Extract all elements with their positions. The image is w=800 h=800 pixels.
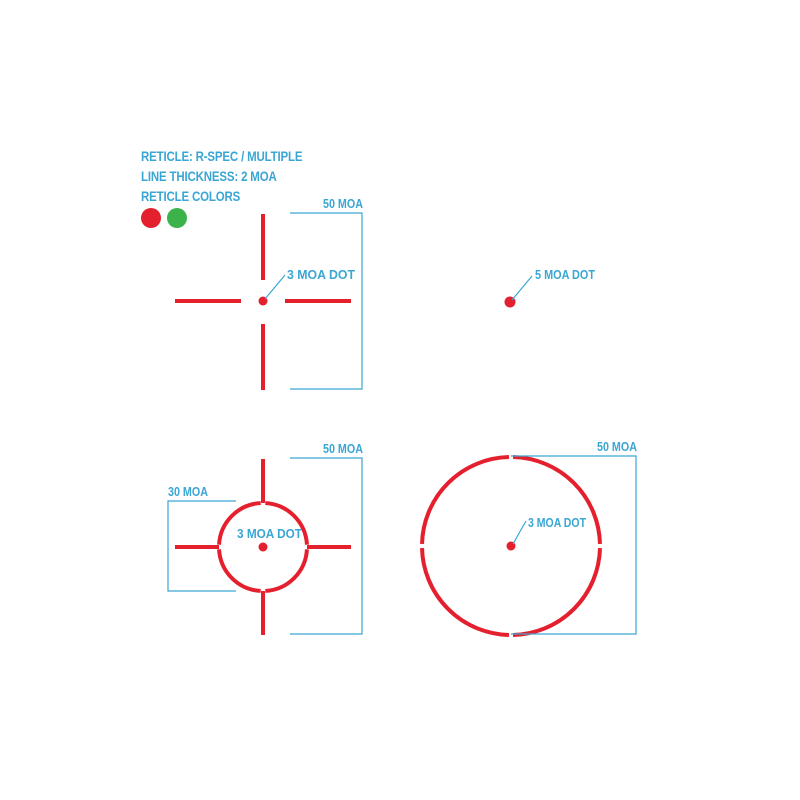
crosshair-span-label: 50 MOA	[323, 196, 364, 211]
circle-reticle-ring-arc-4	[512, 455, 602, 545]
circle-cross-center-dot	[258, 542, 268, 552]
circle-cross-ring-arc-4	[265, 501, 309, 545]
reticle-name-label: RETICLE: R-SPEC / MULTIPLE	[141, 148, 303, 164]
circle-reticle-ring-arc-2	[420, 547, 510, 637]
circle-reticle-span-label: 50 MOA	[597, 439, 638, 454]
circle-reticle: 3 MOA DOT 50 MOA	[420, 439, 638, 637]
circle-cross-ring-arc-3	[217, 501, 261, 545]
red-color-swatch	[141, 208, 161, 228]
circle-cross-span-label: 50 MOA	[323, 441, 364, 456]
reticle-colors-label: RETICLE COLORS	[141, 188, 241, 204]
circle-cross-span-bracket	[290, 457, 363, 635]
circle-cross-ring-arc-2	[217, 549, 261, 593]
green-color-swatch	[167, 208, 187, 228]
crosshair-dot-label: 3 MOA DOT	[287, 267, 355, 282]
circle-reticle-ring-arc-1	[512, 547, 602, 637]
crosshair-span-bracket	[290, 212, 363, 390]
circle-diameter-bracket	[167, 500, 236, 592]
crosshair-dot-leader	[264, 274, 286, 300]
circle-cross-ring-arc-1	[265, 549, 309, 593]
circle-reticle-ring-arc-3	[420, 455, 510, 545]
dot-reticle: 5 MOA DOT	[504, 267, 595, 308]
dot-reticle-leader	[511, 275, 533, 301]
crosshair-reticle: 3 MOA DOT 50 MOA	[175, 196, 364, 390]
circle-diameter-label: 30 MOA	[168, 484, 209, 499]
circle-cross-dot-label: 3 MOA DOT	[237, 526, 302, 541]
line-thickness-label: LINE THICKNESS: 2 MOA	[141, 168, 277, 184]
circle-reticle-dot-label: 3 MOA DOT	[528, 515, 586, 530]
dot-reticle-label: 5 MOA DOT	[535, 267, 595, 282]
circle-reticle-span-bracket	[511, 455, 637, 635]
circle-cross-ring	[217, 501, 309, 593]
circle-reticle-leader	[512, 520, 527, 545]
circle-reticle-ring	[420, 455, 602, 637]
circle-cross-reticle: 3 MOA DOT 50 MOA 30 MOA	[167, 441, 364, 635]
